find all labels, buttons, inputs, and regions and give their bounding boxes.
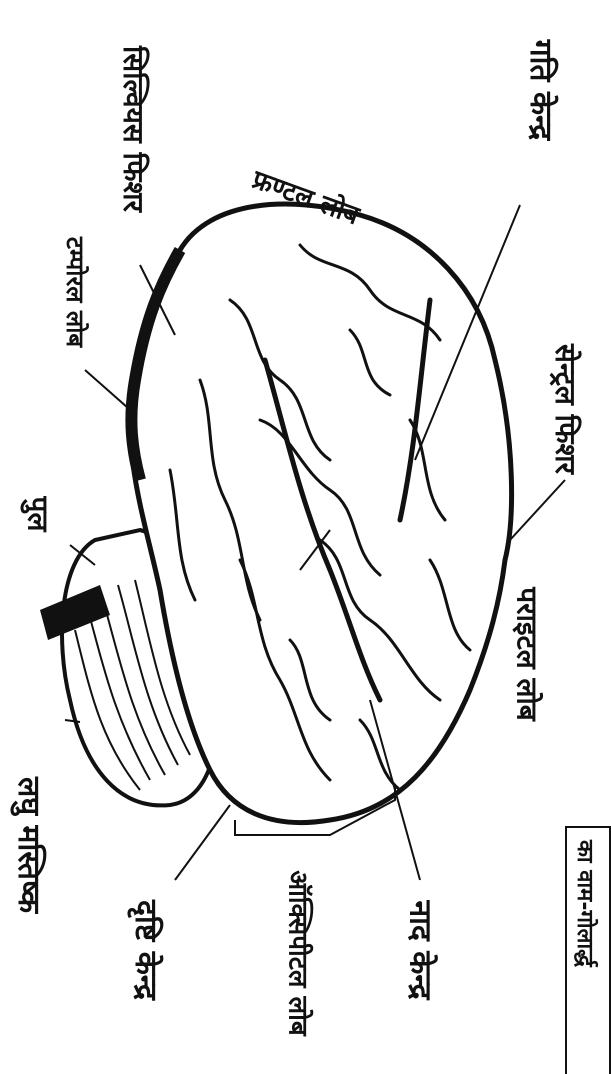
label-temporal-lobe: टम्पोरल लोब xyxy=(63,237,87,347)
label-gati-kendra: गति केन्द्र xyxy=(525,40,555,140)
label-speech-centre: नाद केन्द्र xyxy=(405,900,435,999)
label-sight-centre: दृष्टि केन्द्र xyxy=(130,900,160,1000)
label-occipital-lobe: ऑक्सिपीटल लोब xyxy=(285,870,311,1035)
caption-text: का वाम-गोलार्द्ध xyxy=(571,840,601,967)
label-pons: पुल xyxy=(23,497,51,532)
label-sylvian-fissure: सिल्वियस फिशर xyxy=(119,46,147,212)
label-central-fissure: सेन्ट्रल फिशर xyxy=(551,344,579,474)
label-parietal-lobe: पराइटल लोब xyxy=(513,587,541,720)
caption-box: का वाम-गोलार्द्ध xyxy=(565,826,611,1074)
label-cerebellum: लघु मस्तिष्क xyxy=(13,777,43,913)
